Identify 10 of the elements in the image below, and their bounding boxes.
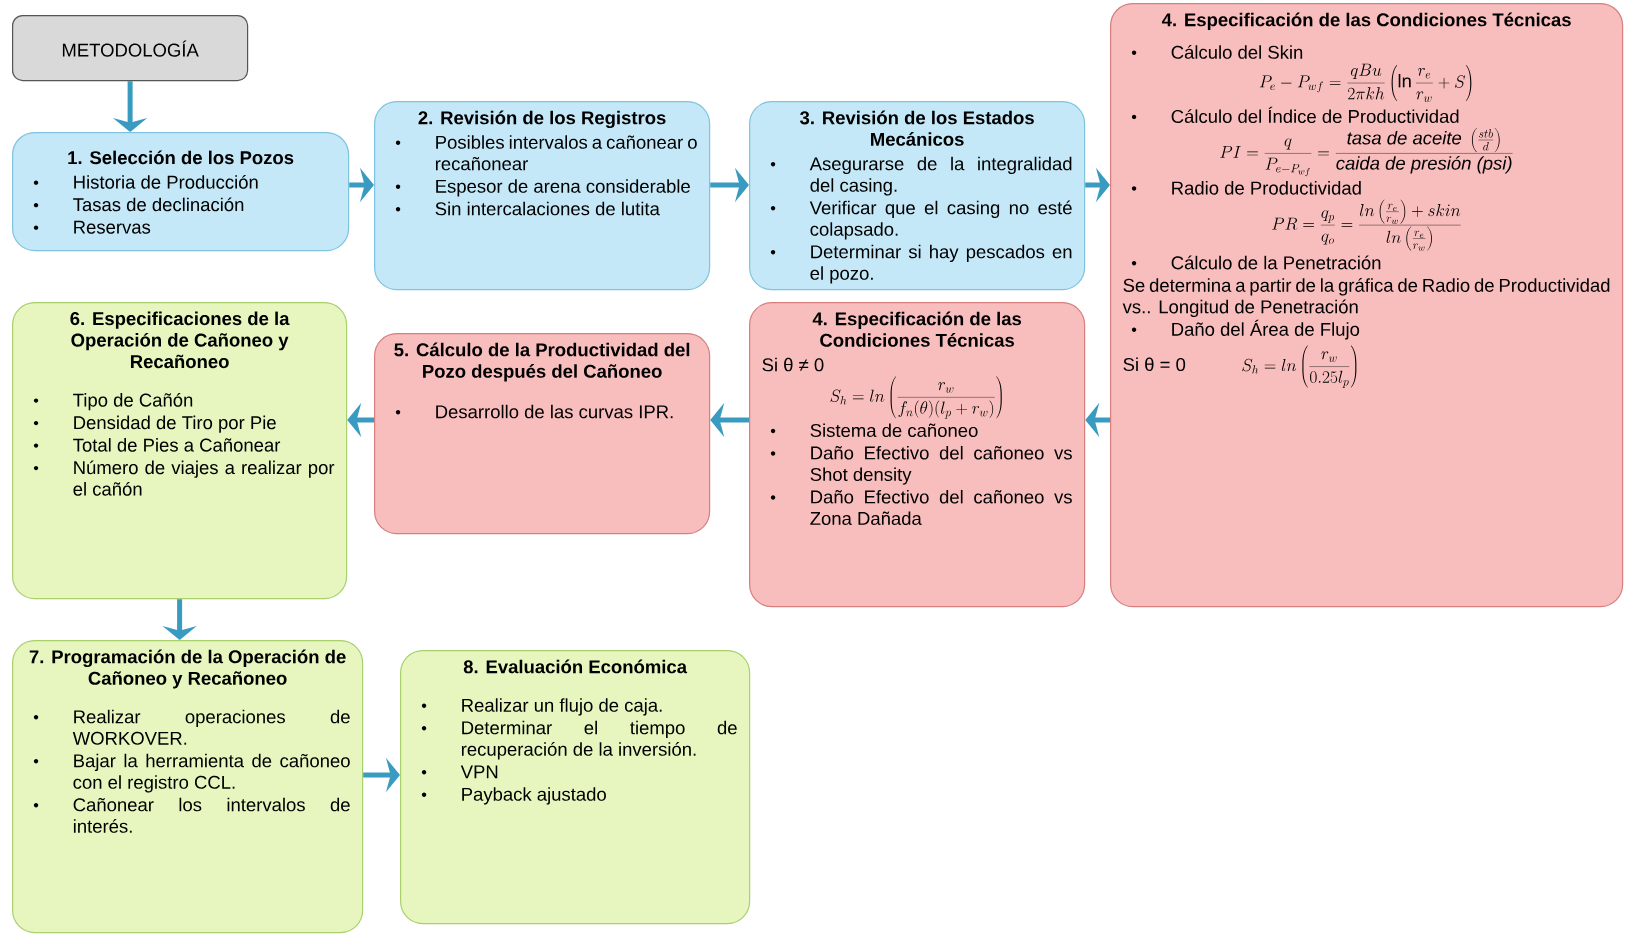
process-box: 6. Especificaciones de la Operación de Cañoneo y Recañoneo Tipo de Cañón Densidad de Tiro por Pie Total de Pies a Cañonear Número de viajes a realizar por el cañón xyxy=(12,302,348,600)
title-box: METODOLOGÍA xyxy=(12,15,249,82)
process-box: 3. Revisión de los Estados Mecánicos Asegurarse de la integralidad del casing. Verificar que el casing no esté colapsado. Determinar si hay pescados en el pozo. xyxy=(749,101,1086,291)
process-box: 2. Revisión de los Registros Posibles intervalos a cañonear o recañonear Espesor de arena considerable Sin intercalaciones de lutita xyxy=(374,101,711,291)
process-box: 1. Selección de los Pozos Historia de Producción Tasas de declinación Reservas xyxy=(12,132,350,252)
process-box: 5. Cálculo de la Productividad del Pozo después del Cañoneo Desarrollo de las curvas IPR. xyxy=(374,333,711,535)
process-box: 4. Especificación de las Condiciones Técnicas Cálculo del Skin $P_e - P_{wf} = \frac{qBu}{2\pi kh}\left(\ln\frac{r_e}{r_w} + S\right)$ Cálculo del Índice de Productividad $PI = \frac{q}{P_{e-P_{wf}}} = \frac{\textit{tasa de aceite }\left(\frac{stb}{d}\right)}{\textit{caida de presión (psi)}}$ Radio de Productividad $PR = \frac{q_p}{q_o} = \frac{ln\left(\frac{r_e}{r_w}\right) + skin}{ln\left(\frac{r_e}{r_w}\right)}$ Cálculo de la Penetración Se determina a partir de la gráfica de Radio de Productividad vs.. Longitud de Penetración Daño del Área de Flujo Si θ = 0 $S_h = ln\left(\frac{r_w}{0.25 l_p}\right)$ xyxy=(1110,3,1624,608)
process-box: 7. Programación de la Operación de Cañoneo y Recañoneo Realizar operaciones de WORKOVER. Bajar la herramienta de cañoneo con el registro CCL. Cañonear los intervalos de interés. xyxy=(12,640,364,934)
process-box: 8. Evaluación Económica Realizar un flujo de caja. Determinar el tiempo de recuperación de la inversión. VPN Payback ajustado xyxy=(400,650,751,925)
process-box: 4. Especificación de las Condiciones Técnicas Si θ ≠ 0 $S_h = ln\left(\frac{r_w}{f_n(\theta)(l_p + r_w)}\right)$ Sistema de cañoneo Daño Efectivo del cañoneo vs Shot density Daño Efectivo del cañoneo vs Zona Dañada xyxy=(749,302,1086,608)
